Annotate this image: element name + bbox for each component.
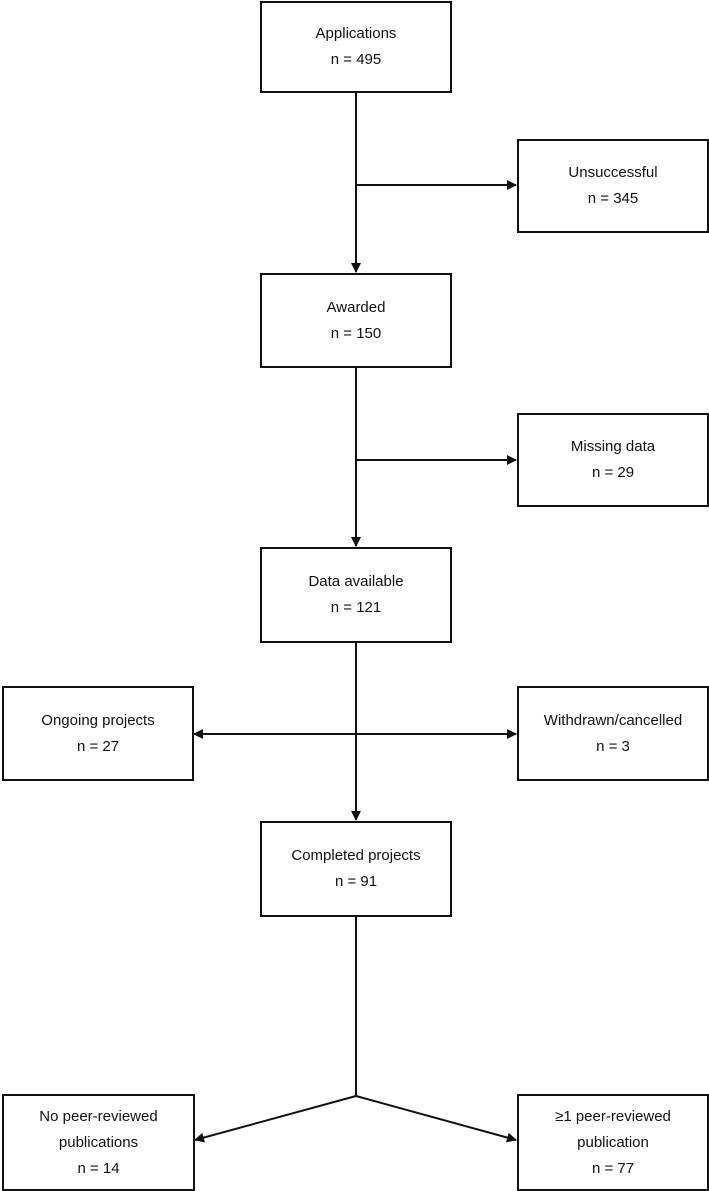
no-publications-label-line1: No peer-reviewed — [39, 1107, 158, 1125]
unsuccessful-label: Unsuccessful — [568, 164, 658, 181]
withdrawn-box: Withdrawn/cancelled n = 3 — [517, 686, 709, 781]
data-available-label: Data available — [308, 573, 404, 590]
applications-count: n = 495 — [330, 51, 382, 68]
applications-box: Applications n = 495 — [260, 1, 452, 93]
missing-data-label: Missing data — [570, 438, 656, 455]
awarded-count: n = 150 — [330, 324, 382, 342]
withdrawn-label: Withdrawn/cancelled — [543, 711, 683, 729]
no-publications-box: No peer-reviewed publications n = 14 — [2, 1094, 195, 1191]
ongoing-projects-count: n = 27 — [76, 737, 120, 755]
awarded-box: Awarded n = 150 — [260, 273, 452, 368]
withdrawn-count: n = 3 — [596, 737, 630, 755]
applications-label: Applications — [315, 25, 397, 42]
ongoing-projects-label: Ongoing projects — [41, 711, 155, 729]
unsuccessful-count: n = 345 — [587, 190, 639, 207]
no-publications-label-line2: publications — [58, 1133, 139, 1151]
missing-data-count: n = 29 — [591, 464, 635, 481]
publication-label-line1: ≥1 peer-reviewed — [555, 1107, 671, 1125]
awarded-label: Awarded — [326, 298, 386, 316]
unsuccessful-box: Unsuccessful n = 345 — [517, 139, 709, 233]
missing-data-box: Missing data n = 29 — [517, 413, 709, 507]
arrow-to-no-publications — [194, 1095, 357, 1143]
completed-projects-count: n = 91 — [334, 873, 378, 890]
completed-projects-label: Completed projects — [291, 847, 421, 864]
data-available-box: Data available n = 121 — [260, 547, 452, 643]
publication-count: n = 77 — [591, 1159, 635, 1177]
data-available-count: n = 121 — [330, 599, 382, 616]
completed-projects-box: Completed projects n = 91 — [260, 821, 452, 917]
arrow-to-publication — [355, 1095, 517, 1143]
publication-box: ≥1 peer-reviewed publication n = 77 — [517, 1094, 709, 1191]
no-publications-count: n = 14 — [77, 1159, 120, 1177]
ongoing-projects-box: Ongoing projects n = 27 — [2, 686, 194, 781]
publication-label-line2: publication — [577, 1133, 649, 1151]
